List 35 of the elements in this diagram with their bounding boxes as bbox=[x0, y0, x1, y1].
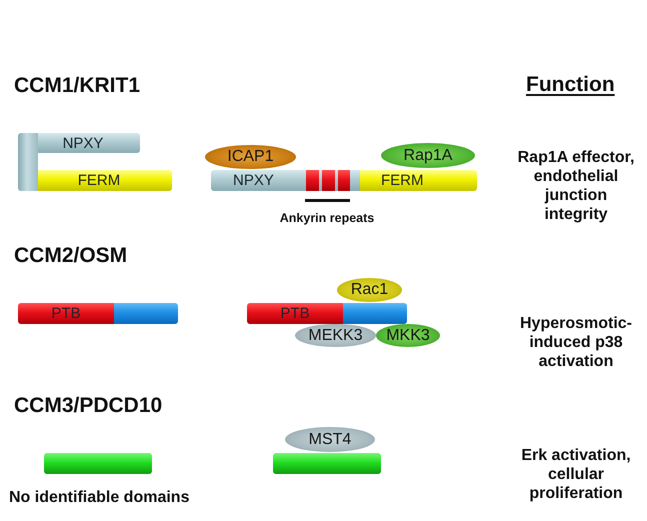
domain-label: NPXY bbox=[62, 136, 104, 150]
domain-bar bbox=[343, 303, 407, 324]
protein-label: MEKK3 bbox=[308, 328, 363, 344]
gene-title: CCM2/OSM bbox=[14, 245, 128, 266]
domain-label: FERM bbox=[78, 173, 120, 188]
protein-label: MST4 bbox=[308, 432, 352, 448]
protein-bar bbox=[44, 453, 152, 474]
domain-bar bbox=[38, 133, 140, 153]
repeat-block bbox=[306, 170, 319, 191]
protein-label: ICAP1 bbox=[227, 149, 274, 165]
domain-bar bbox=[114, 303, 178, 324]
gene-title: CCM1/KRIT1 bbox=[14, 75, 140, 96]
domain-bar bbox=[38, 170, 172, 191]
function-text: Erk activation, cellular proliferation bbox=[520, 446, 632, 503]
domain-label: FERM bbox=[381, 173, 424, 188]
domain-label: NPXY bbox=[233, 173, 274, 188]
repeat-block bbox=[338, 170, 350, 191]
protein-label: Rac1 bbox=[350, 282, 388, 298]
domain-label: PTB bbox=[51, 306, 81, 321]
domain-bar bbox=[18, 303, 114, 324]
linker-bar bbox=[18, 133, 38, 191]
region-label: Ankyrin repeats bbox=[278, 212, 376, 224]
function-text: Rap1A effector, endothelial junction integrity bbox=[516, 148, 636, 224]
protein-label: MKK3 bbox=[386, 328, 430, 344]
repeat-block bbox=[322, 170, 335, 191]
domain-bar bbox=[360, 170, 477, 191]
protein-label: Rap1A bbox=[404, 148, 452, 164]
column-heading: Function bbox=[526, 74, 615, 95]
domain-bar bbox=[211, 170, 360, 191]
note-text: No identifiable domains bbox=[9, 490, 190, 506]
protein-bar bbox=[273, 453, 381, 474]
domain-bar bbox=[247, 303, 343, 324]
domain-label: PTB bbox=[280, 306, 310, 321]
gene-title: CCM3/PDCD10 bbox=[14, 395, 162, 416]
function-text: Hyperosmotic-induced p38 activation bbox=[518, 314, 634, 371]
